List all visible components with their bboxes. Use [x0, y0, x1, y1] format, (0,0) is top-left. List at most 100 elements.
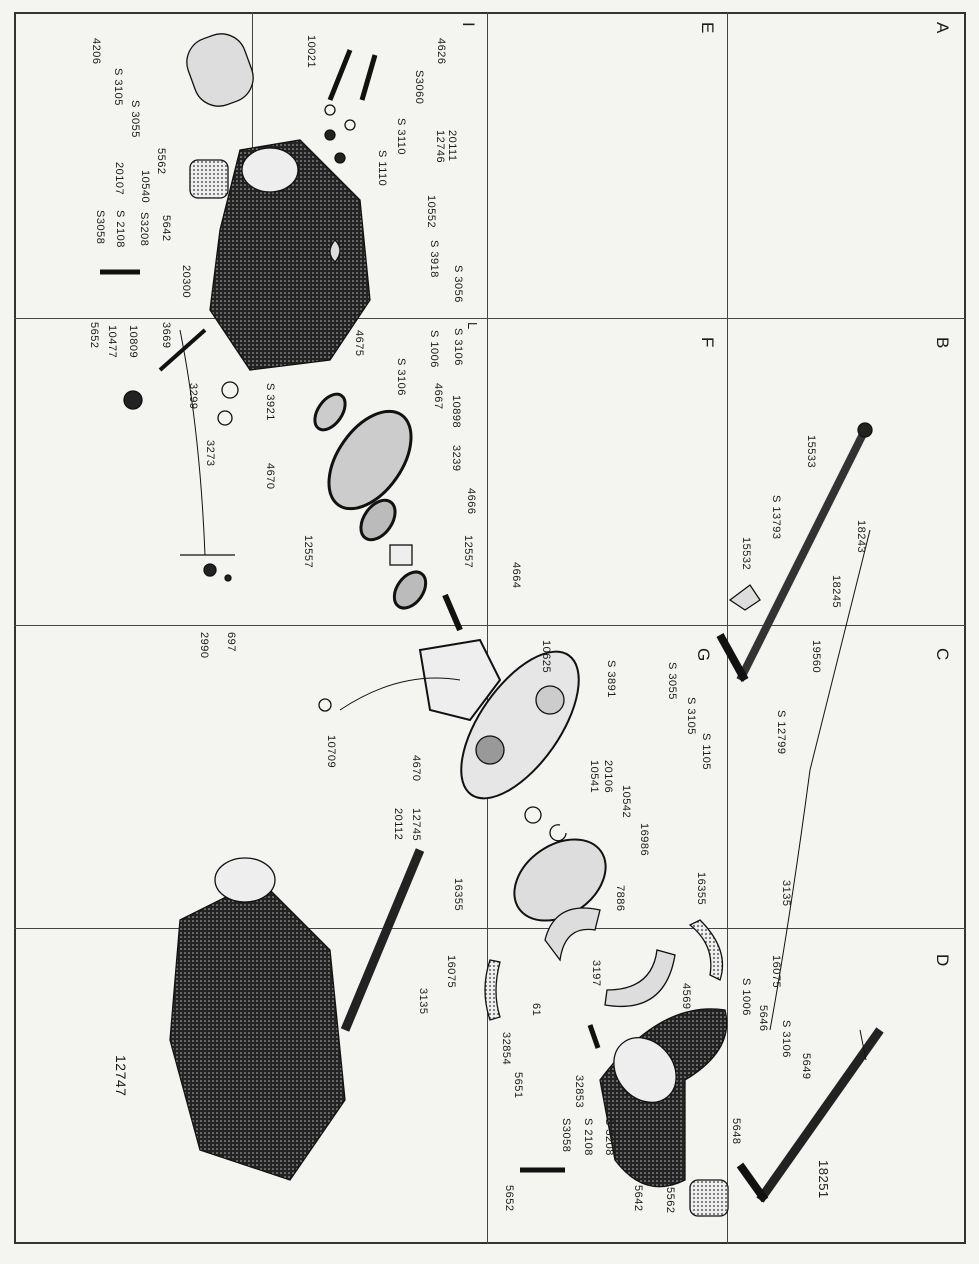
part-label: 4675 [353, 330, 365, 357]
part-label: S 3891 [605, 660, 617, 698]
part-label: S3060 [413, 70, 425, 105]
part-label: 10898 [450, 395, 462, 429]
part-label: 4664 [510, 562, 522, 589]
part-label: 3135 [417, 988, 429, 1015]
part-label: 10552 [425, 195, 437, 229]
part-label: S 3055 [129, 100, 141, 138]
part-label: S 2108 [114, 210, 126, 248]
part-label: 20106 [602, 760, 614, 794]
part-label: 18251 [816, 1160, 831, 1199]
assembled-gearbox [169, 879, 346, 1181]
brake-shoe [604, 949, 676, 1007]
grid-letter-b: B [933, 337, 952, 349]
part-label: S 3208 [603, 1118, 615, 1156]
part-label: 18245 [830, 575, 842, 609]
part-label: 5649 [800, 1053, 812, 1080]
grid-letter-d: D [933, 954, 952, 967]
grid-line [14, 318, 966, 319]
part-label: S 1105 [700, 733, 712, 771]
part-label: 10542 [620, 785, 632, 819]
part-label: 20300 [180, 265, 192, 299]
part-label: S 3056 [452, 265, 464, 303]
part-label: 12746 [434, 130, 446, 164]
part-label: 10540 [139, 170, 151, 204]
part-label: S 2108 [582, 1118, 594, 1156]
grid-letter-c: C [933, 648, 952, 661]
part-label: 16075 [770, 955, 782, 989]
part-label: 4667 [432, 383, 444, 410]
part-label: 12747 [113, 1055, 129, 1097]
part-label: S 3105 [112, 68, 124, 106]
part-label: S 1006 [740, 978, 752, 1016]
part-label: 4569 [680, 983, 692, 1010]
part-label: 12745 [410, 808, 422, 842]
part-label: 16075 [445, 955, 457, 989]
part-label: 20107 [113, 162, 125, 196]
grid-letter-l: L [465, 322, 480, 330]
part-label: 5652 [88, 322, 100, 349]
part-label: S 3105 [685, 697, 697, 735]
part-label: S 3106 [395, 358, 407, 396]
part-label: 5642 [160, 215, 172, 242]
shaft-18251 [756, 1027, 884, 1203]
part-label: 3239 [450, 445, 462, 472]
part-label: S 1110 [376, 150, 388, 187]
selector-rod [736, 428, 869, 682]
sleeve-part [186, 33, 254, 107]
grid-line [727, 12, 728, 1244]
part-label: 32853 [573, 1075, 585, 1109]
part-label: 4670 [264, 463, 276, 490]
part-label: 20111 [446, 130, 458, 162]
part-label: S 3921 [264, 383, 276, 421]
part-label: S3058 [560, 1118, 572, 1153]
part-label: 10809 [127, 325, 139, 359]
grid-letter-a: A [933, 22, 952, 34]
part-label: S 3106 [452, 328, 464, 366]
part-label: S3208 [138, 212, 150, 247]
part-label: 10709 [325, 735, 337, 769]
part-label: 4670 [410, 755, 422, 782]
brake-shoe [544, 907, 601, 962]
part-label: S 3055 [666, 662, 678, 700]
part-label: S 13793 [770, 495, 782, 540]
part-label: 3197 [590, 960, 602, 987]
grid-letter-i: I [459, 22, 478, 27]
part-label: 16355 [695, 872, 707, 906]
part-label: 5562 [155, 148, 167, 175]
part-label: S 3918 [428, 240, 440, 278]
part-label: 18243 [855, 520, 867, 554]
part-label: 4626 [435, 38, 447, 65]
part-label: 3135 [780, 880, 792, 907]
grid-line [487, 12, 488, 1244]
part-label: 697 [225, 632, 237, 652]
part-label: 10477 [106, 325, 118, 359]
part-label: 4206 [90, 38, 102, 65]
grid-letter-e: E [698, 22, 717, 34]
part-label: S3058 [94, 210, 106, 245]
gearbox-housing [209, 139, 371, 371]
part-label: 12557 [302, 535, 314, 569]
part-label: 3273 [204, 440, 216, 467]
part-label: 5562 [664, 1187, 676, 1214]
part-label: S 1006 [428, 330, 440, 368]
grid-letter-f: F [698, 337, 717, 348]
part-label: S 3110 [395, 118, 407, 156]
part-label: 7886 [614, 885, 626, 912]
part-label: 5651 [512, 1072, 524, 1099]
part-label: 15532 [740, 537, 752, 571]
part-label: S 3106 [780, 1020, 792, 1058]
part-label: 5642 [632, 1185, 644, 1212]
part-label: 3299 [187, 383, 199, 410]
part-label: 16355 [452, 878, 464, 912]
part-label: S 12799 [775, 710, 787, 755]
part-label: 5652 [503, 1185, 515, 1212]
part-label: 10625 [540, 640, 552, 674]
part-label: 19560 [810, 640, 822, 674]
part-label: 12557 [462, 535, 474, 569]
part-label: 3669 [160, 322, 172, 349]
part-label: 2990 [198, 632, 210, 659]
grid-line [14, 928, 966, 929]
part-label: 10541 [588, 760, 600, 794]
grid-letter-g: G [694, 648, 713, 662]
